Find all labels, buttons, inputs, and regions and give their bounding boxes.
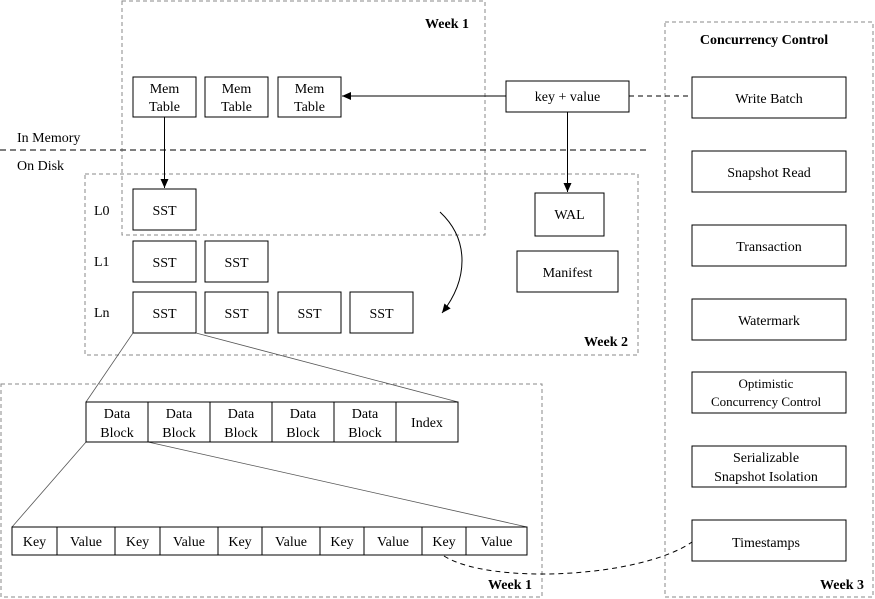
sst-box: SST [204, 240, 269, 283]
data-block-cell: Data Block [162, 407, 195, 441]
value-cell: Value [481, 535, 513, 550]
value-cell: Value [173, 535, 205, 550]
svg-text:Block: Block [162, 426, 195, 441]
svg-text:SST: SST [152, 307, 177, 322]
value-cell: Value [275, 535, 307, 550]
sst-box: SST [204, 291, 269, 334]
week1-top-label: Week 1 [425, 17, 469, 32]
sst-box: SST [132, 240, 197, 283]
week1-bottom-label: Week 1 [488, 578, 532, 593]
svg-text:Data: Data [290, 407, 317, 422]
svg-text:key + value: key + value [535, 90, 600, 105]
concurrency-control-title: Concurrency Control [700, 33, 828, 48]
svg-text:WAL: WAL [554, 208, 584, 223]
value-cell: Value [377, 535, 409, 550]
data-block-cell: Data Block [100, 407, 133, 441]
sst-box: SST [132, 188, 197, 231]
svg-text:SST: SST [152, 204, 177, 219]
svg-text:Write Batch: Write Batch [735, 92, 802, 107]
svg-text:Table: Table [149, 100, 180, 115]
key-cell: Key [330, 535, 353, 550]
sst-box: SST [132, 291, 197, 334]
timestamps-box: Timestamps [691, 519, 847, 562]
memtable-box: Mem Table [204, 76, 269, 118]
write-batch-box: Write Batch [691, 76, 847, 119]
on-disk-label: On Disk [17, 159, 64, 174]
week2-label: Week 2 [584, 335, 628, 350]
svg-text:Manifest: Manifest [543, 266, 593, 281]
snapshot-read-box: Snapshot Read [691, 150, 847, 193]
svg-text:Snapshot Isolation: Snapshot Isolation [714, 470, 818, 485]
week2-disk-region [84, 173, 639, 356]
svg-text:Index: Index [411, 416, 443, 431]
key-value-box: key + value [505, 80, 630, 113]
zoom-line [85, 332, 134, 403]
svg-text:SST: SST [297, 307, 322, 322]
data-block-cell: Data Block [286, 407, 319, 441]
manifest-box: Manifest [516, 250, 619, 293]
svg-text:Optimistic: Optimistic [739, 376, 794, 391]
svg-text:Timestamps: Timestamps [732, 536, 800, 551]
key-cell: Key [126, 535, 149, 550]
value-cell: Value [70, 535, 102, 550]
svg-text:Mem: Mem [150, 82, 180, 97]
level-label-l1: L1 [94, 255, 110, 270]
week1-memory-region [121, 0, 486, 236]
compaction-arrow [439, 211, 463, 314]
transaction-box: Transaction [691, 224, 847, 267]
svg-text:Watermark: Watermark [738, 314, 800, 329]
svg-text:Table: Table [294, 100, 325, 115]
in-memory-label: In Memory [17, 131, 80, 146]
watermark-box: Watermark [691, 298, 847, 341]
level-label-ln: Ln [94, 306, 110, 321]
svg-text:SST: SST [224, 307, 249, 322]
svg-text:Mem: Mem [222, 82, 252, 97]
svg-text:Data: Data [228, 407, 255, 422]
svg-text:SST: SST [369, 307, 394, 322]
key-cell: Key [228, 535, 251, 550]
level-label-l0: L0 [94, 204, 110, 219]
svg-text:Block: Block [286, 426, 319, 441]
key-cell: Key [432, 535, 455, 550]
svg-text:SST: SST [224, 256, 249, 271]
memtable-box: Mem Table [277, 76, 342, 118]
svg-text:Serializable: Serializable [733, 451, 799, 466]
zoom-line [147, 441, 528, 528]
sst-box: SST [277, 291, 342, 334]
data-block-cell: Data Block [224, 407, 257, 441]
svg-text:Block: Block [348, 426, 381, 441]
svg-text:Snapshot Read: Snapshot Read [727, 166, 811, 181]
svg-text:Block: Block [224, 426, 257, 441]
sst-box: SST [349, 291, 414, 334]
key-to-timestamps-dashed-curve [443, 541, 693, 575]
zoom-line [11, 441, 87, 528]
data-block-cell: Data Block [348, 407, 381, 441]
svg-text:Transaction: Transaction [736, 240, 802, 255]
zoom-line [195, 332, 459, 403]
svg-text:Concurrency Control: Concurrency Control [711, 394, 822, 409]
week1-sst-format-region [0, 383, 543, 598]
serializable-snapshot-isolation-box: Serializable Snapshot Isolation [691, 445, 847, 488]
svg-text:Table: Table [221, 100, 252, 115]
svg-text:SST: SST [152, 256, 177, 271]
index-block-cell: Index [411, 416, 443, 431]
svg-text:Data: Data [166, 407, 193, 422]
key-cell: Key [23, 535, 46, 550]
svg-text:Data: Data [104, 407, 131, 422]
optimistic-concurrency-control-box: Optimistic Concurrency Control [691, 371, 847, 414]
wal-box: WAL [534, 192, 605, 237]
svg-text:Mem: Mem [295, 82, 325, 97]
sst-block-row [85, 401, 459, 443]
key-value-row [11, 526, 528, 556]
svg-text:Data: Data [352, 407, 379, 422]
svg-text:Block: Block [100, 426, 133, 441]
memtable-box: Mem Table [132, 76, 197, 118]
week3-label: Week 3 [820, 578, 864, 593]
